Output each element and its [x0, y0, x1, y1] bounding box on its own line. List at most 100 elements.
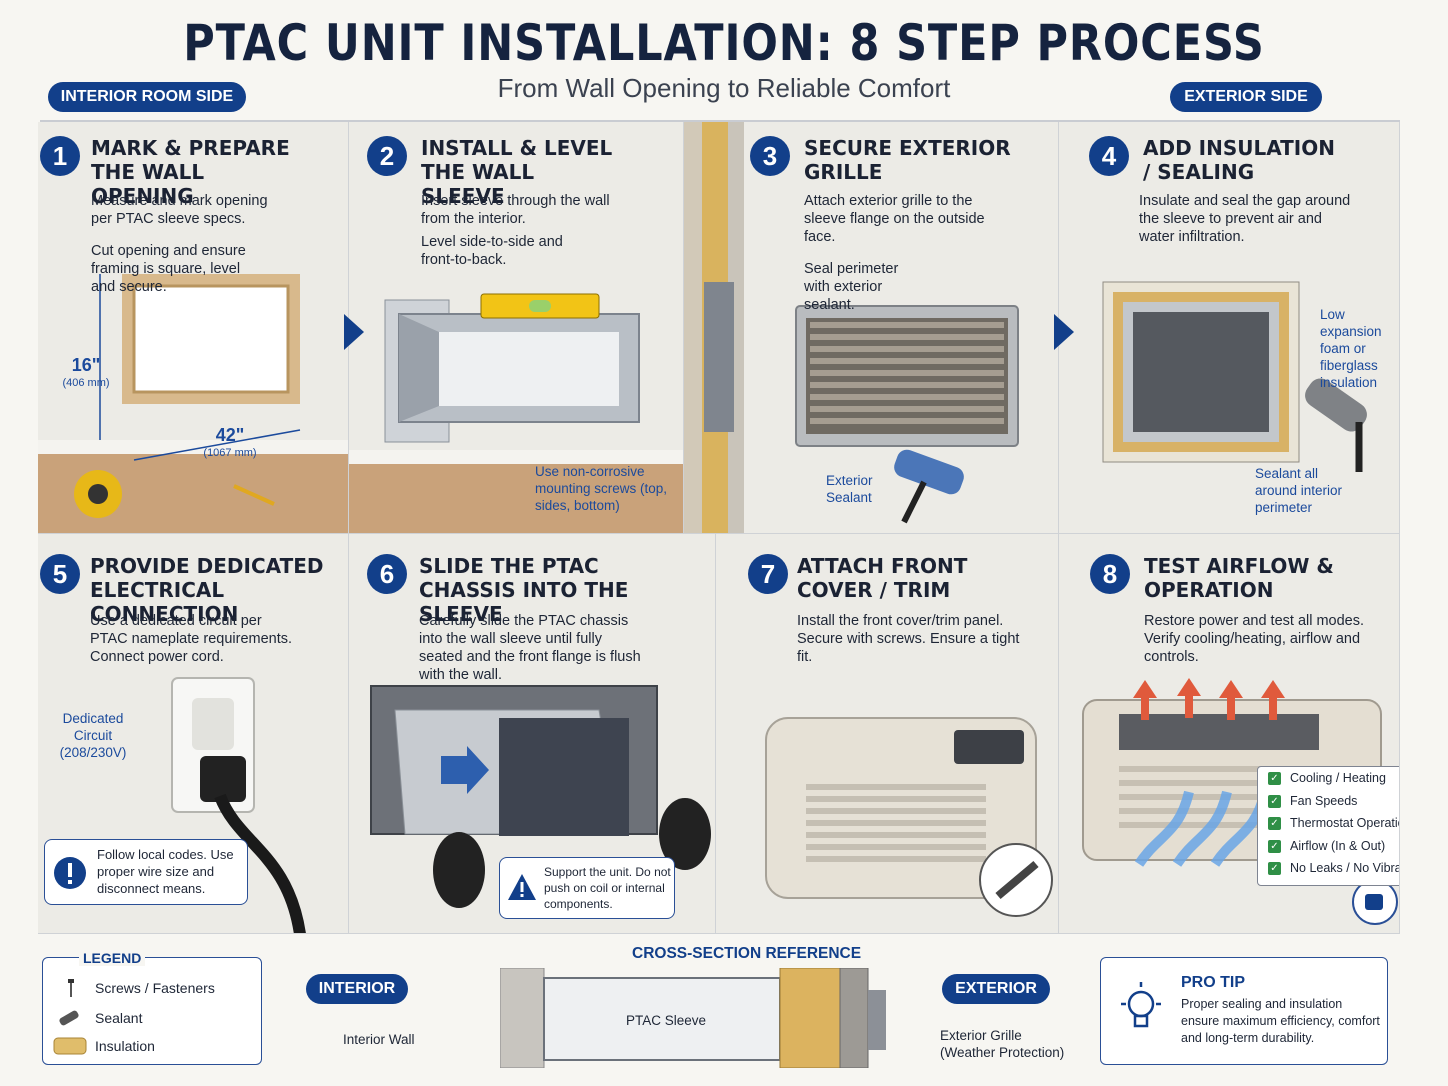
step-5-panel: 5 PROVIDE DEDICATED ELECTRICAL CONNECTIO…	[38, 534, 349, 934]
sealant-gun-icon	[1305, 378, 1367, 472]
legend-screws: Screws / Fasteners	[95, 980, 215, 996]
pro-tip-title: PRO TIP	[1181, 974, 1246, 991]
step-8-desc-1: Restore power and test all modes. Verify…	[1144, 613, 1365, 665]
step-3-title: SECURE EXTERIOR GRILLE	[804, 136, 1011, 184]
step-1-title: MARK & PREPARE THE WALL OPENING	[91, 136, 290, 208]
step-4-foam-note: Low expansion foam or fiberglass insulat…	[1320, 307, 1382, 390]
gloved-hand-icon	[433, 832, 485, 908]
step-5-warning: Follow local codes. Use proper wire size…	[44, 839, 248, 905]
step-6-desc-1: Carefully slide the PTAC chassis into th…	[419, 613, 641, 683]
warning-triangle-icon	[508, 874, 536, 900]
step-3-sealant-note: Exterior Sealant	[826, 473, 873, 505]
header-divider	[40, 120, 1400, 122]
height-dimension: 16"(406 mm)	[62, 355, 110, 389]
info-alert-icon	[54, 857, 86, 889]
exterior-grille-label: Exterior Grille (Weather Protection)	[940, 1028, 1065, 1060]
legend-title: LEGEND	[79, 950, 146, 966]
step-3-panel: 3 SECURE EXTERIOR GRILLE Attach exterior…	[684, 122, 1059, 534]
step-1-desc-1: Measure and mark opening per PTAC sleeve…	[91, 193, 268, 227]
exterior-side-badge: EXTERIOR SIDE	[1170, 82, 1322, 112]
step-2-title: INSTALL & LEVEL THE WALL SLEEVE	[421, 136, 613, 208]
page-title: PTAC UNIT INSTALLATION: 8 STEP PROCESS	[183, 14, 1265, 72]
checklist-item: ✓No Leaks / No Vibration	[1258, 857, 1399, 880]
cross-section-diagram	[500, 968, 886, 1068]
step-4-title: ADD INSULATION / SEALING	[1143, 136, 1335, 184]
wall-opening-illustration	[38, 122, 348, 533]
pro-tip-box: PRO TIP Proper sealing and insulation en…	[1100, 957, 1388, 1065]
interior-wall-label: Interior Wall	[343, 1032, 415, 1047]
insulation-illustration	[1059, 122, 1399, 533]
thumbs-up-icon	[1352, 879, 1398, 925]
step-2-panel: 2 INSTALL & LEVEL THE WALL SLEEVE Insert…	[349, 122, 684, 534]
tape-measure-icon	[74, 470, 122, 518]
step-8-panel: 8 TEST AIRFLOW & OPERATION Restore power…	[1059, 534, 1400, 934]
step-7-panel: 7 ATTACH FRONT COVER / TRIM Install the …	[716, 534, 1059, 934]
step-6-panel: 6 SLIDE THE PTAC CHASSIS INTO THE SLEEVE…	[349, 534, 716, 934]
checklist-item: ✓Thermostat Operation	[1258, 812, 1399, 835]
steps-grid: 1 MARK & PREPARE THE WALL OPENING Measur…	[38, 122, 1400, 934]
insulation-swatch-icon	[53, 1037, 87, 1055]
sealant-tube-icon	[59, 1010, 79, 1026]
step-3-number: 3	[750, 136, 790, 176]
step-3-desc-2: Seal perimeter with exterior sealant.	[804, 261, 899, 313]
check-icon: ✓	[1268, 794, 1281, 808]
step-5-desc-1: Use a dedicated circuit per PTAC namepla…	[90, 613, 293, 665]
step-5-title: PROVIDE DEDICATED ELECTRICAL CONNECTION	[90, 554, 324, 626]
step-2-desc-2: Level side-to-side and front-to-back.	[421, 234, 563, 268]
step-8-number: 8	[1090, 554, 1130, 594]
checklist-item: ✓Fan Speeds	[1258, 790, 1399, 813]
step-2-number: 2	[367, 136, 407, 176]
wall-sleeve-illustration	[349, 122, 683, 533]
check-icon: ✓	[1268, 772, 1281, 785]
step-1-number: 1	[40, 136, 80, 176]
cross-section-interior-badge: INTERIOR	[306, 974, 408, 1004]
step-7-desc-1: Install the front cover/trim panel. Secu…	[797, 613, 1020, 665]
step-3-desc-1: Attach exterior grille to the sleeve fla…	[804, 193, 985, 245]
interior-side-badge: INTERIOR ROOM SIDE	[48, 82, 246, 112]
screw-icon	[68, 979, 74, 997]
step-1-panel: 1 MARK & PREPARE THE WALL OPENING Measur…	[38, 122, 349, 534]
caulk-gun-icon	[894, 449, 964, 524]
step-6-number: 6	[367, 554, 407, 594]
step-7-title: ATTACH FRONT COVER / TRIM	[797, 554, 968, 602]
cross-section-title: CROSS-SECTION REFERENCE	[632, 945, 862, 962]
checklist-item: ✓Airflow (In & Out)	[1258, 835, 1399, 858]
screw-icon	[979, 843, 1053, 917]
legend-sealant: Sealant	[95, 1010, 143, 1026]
control-panel-icon	[954, 730, 1024, 764]
exterior-grille-illustration	[684, 122, 1058, 533]
step-5-number: 5	[40, 554, 80, 594]
check-icon: ✓	[1268, 839, 1281, 853]
step-5-circuit-note: Dedicated Circuit (208/230V)	[59, 711, 127, 760]
cross-section-exterior-badge: EXTERIOR	[942, 974, 1050, 1004]
step-7-number: 7	[748, 554, 788, 594]
coil-grid	[499, 718, 629, 836]
step-6-title: SLIDE THE PTAC CHASSIS INTO THE SLEEVE	[419, 554, 629, 626]
step-4-desc-1: Insulate and seal the gap around the sle…	[1139, 193, 1351, 245]
lightbulb-icon	[1121, 982, 1161, 1028]
width-dimension: 42"(1067 mm)	[203, 425, 257, 459]
step-6-warning: Support the unit. Do not push on coil or…	[499, 857, 675, 919]
pro-tip-text: Proper sealing and insulation ensure max…	[1181, 997, 1380, 1045]
step-2-desc-1: Insert sleeve through the wall from the …	[421, 193, 610, 227]
flow-arrow-3-4	[1054, 314, 1074, 350]
check-icon: ✓	[1268, 862, 1281, 875]
step-1-desc-2: Cut opening and ensure framing is square…	[91, 243, 246, 295]
checklist-item: ✓Cooling / Heating	[1258, 767, 1399, 790]
legend-box: LEGEND Screws / Fasteners Sealant Insula…	[42, 950, 262, 1065]
step-4-number: 4	[1089, 136, 1129, 176]
page-subtitle: From Wall Opening to Reliable Comfort	[497, 73, 951, 103]
warm-air-arrows	[1133, 678, 1285, 720]
ptac-sleeve-label: PTAC Sleeve	[626, 1013, 707, 1028]
step-2-screw-note: Use non-corrosive mounting screws (top, …	[535, 464, 668, 513]
push-arrow-icon	[441, 746, 489, 794]
pencil-icon	[233, 484, 275, 506]
step-4-panel: 4 ADD INSULATION / SEALING Insulate and …	[1059, 122, 1400, 534]
check-icon: ✓	[1268, 817, 1281, 830]
flow-arrow-1-2	[344, 314, 364, 350]
test-checklist: ✓Cooling / Heating ✓Fan Speeds ✓Thermost…	[1257, 766, 1399, 886]
front-cover-illustration	[716, 534, 1058, 933]
step-8-title: TEST AIRFLOW & OPERATION	[1144, 554, 1334, 602]
legend-insulation: Insulation	[95, 1038, 155, 1054]
step-4-sealant-note: Sealant all around interior perimeter	[1255, 466, 1343, 515]
